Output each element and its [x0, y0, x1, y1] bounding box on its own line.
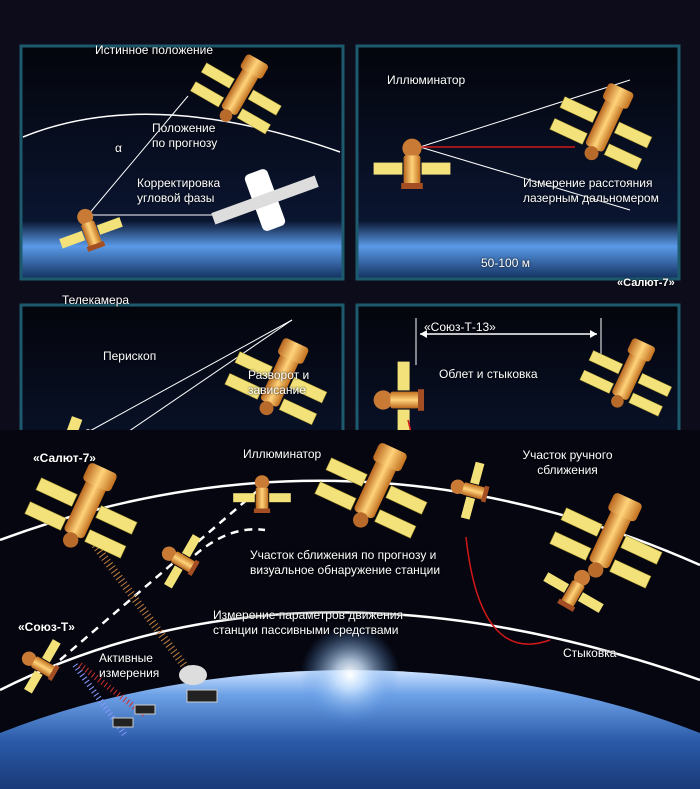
panel3-caption-1: Разворот и — [248, 368, 310, 382]
true-position-label: Истинное положение — [95, 43, 214, 57]
periscope-label: Перископ — [103, 349, 157, 363]
station-label: «Салют-7» — [617, 277, 675, 289]
predicted-position-label-2: по прогнозу — [152, 136, 218, 150]
orbit-scene — [0, 425, 700, 789]
panel4-caption: Облет и стыковка — [439, 367, 538, 381]
panel-2 — [355, 44, 681, 281]
docking-label: Стыковка — [563, 646, 617, 660]
panel3-caption-2: зависание — [248, 383, 306, 397]
manual-approach-line-2: сближения — [537, 463, 598, 477]
predicted-approach-line-1: Участок сближения по прогнозу и — [250, 548, 437, 562]
manual-approach-line-1: Участок ручного — [522, 448, 613, 462]
panel2-caption-2: лазерным дальномером — [523, 191, 659, 205]
active-measure-line-1: Активные — [99, 651, 153, 665]
panel-1 — [19, 37, 345, 281]
camera-label: Телекамера — [62, 293, 130, 307]
passive-measure-line-2: станции пассивными средствами — [213, 623, 399, 637]
porthole-label: Иллюминатор — [387, 73, 466, 87]
passive-measure-line-1: Измерение параметров движения — [213, 608, 403, 622]
angle-alpha-label: α — [115, 141, 122, 155]
scene-station-label: «Салют-7» — [33, 451, 96, 465]
panel1-caption-2: угловой фазы — [137, 191, 215, 205]
distance-label: 50-100 м — [481, 256, 530, 270]
predicted-approach-line-2: визуальное обнаружение станции — [250, 563, 441, 577]
scene-ship-label: «Союз-Т» — [18, 620, 75, 634]
scene-porthole-label: Иллюминатор — [243, 447, 322, 461]
panel2-caption-1: Измерение расстояния — [523, 176, 653, 190]
panel1-caption-1: Корректировка — [137, 176, 221, 190]
predicted-position-label-1: Положение — [152, 121, 216, 135]
active-measure-line-2: измерения — [99, 666, 160, 680]
ship-label: «Союз-Т-13» — [424, 320, 496, 334]
